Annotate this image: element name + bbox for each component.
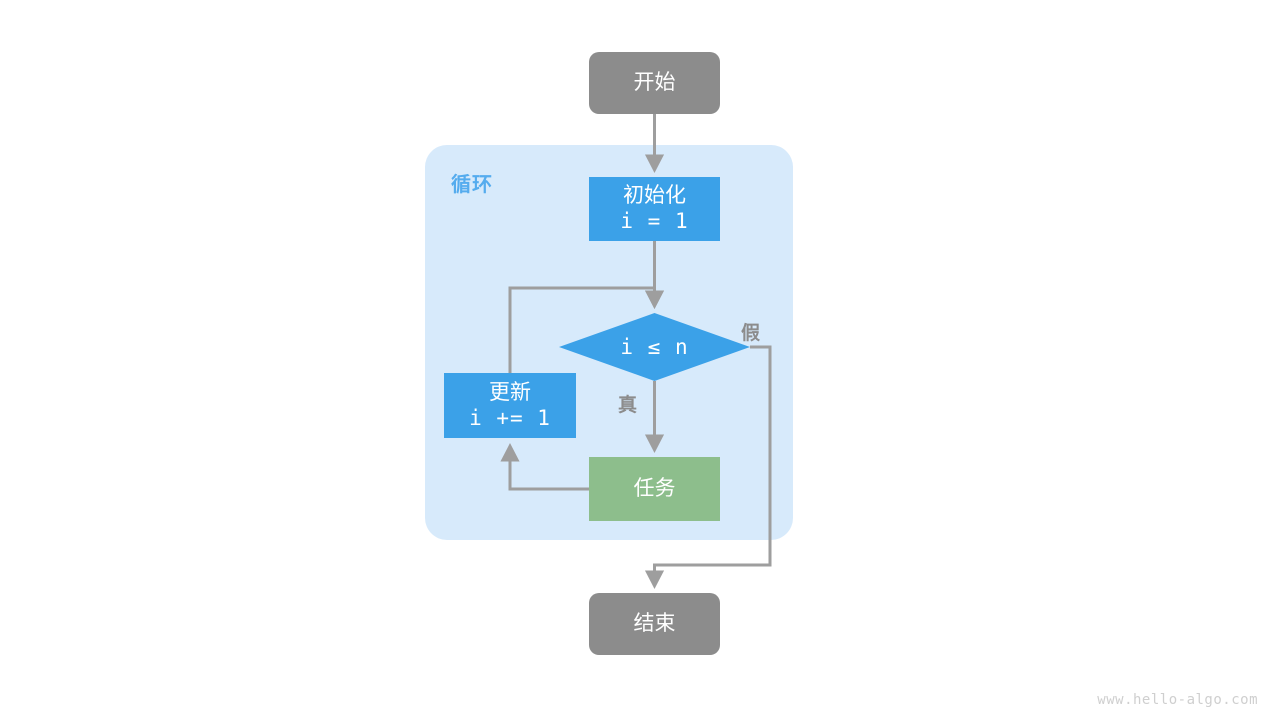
- node-task-label: 任务: [633, 476, 676, 500]
- node-initialize-title: 初始化: [623, 184, 686, 208]
- node-start[interactable]: 开始: [589, 52, 720, 114]
- node-condition-code: i ≤ n: [620, 334, 689, 359]
- node-initialize[interactable]: 初始化 i = 1: [589, 177, 720, 241]
- edge-task-to-update: [500, 442, 589, 491]
- loop-container-label: 循环: [451, 174, 493, 196]
- node-condition[interactable]: i ≤ n: [559, 313, 750, 381]
- node-initialize-code: i = 1: [620, 209, 689, 233]
- node-end-label: 结束: [633, 611, 676, 635]
- edge-label-true: 真: [618, 395, 638, 416]
- node-start-label: 开始: [633, 70, 676, 94]
- node-update-code: i += 1: [469, 405, 551, 430]
- edge-update-to-decision: [508, 286, 665, 373]
- watermark: www.hello-algo.com: [1097, 692, 1258, 708]
- edge-label-false: 假: [741, 323, 761, 344]
- node-update[interactable]: 更新 i += 1: [444, 373, 576, 438]
- edge-decision-false-to-end: [644, 345, 772, 590]
- node-task[interactable]: 任务: [589, 457, 720, 521]
- node-end[interactable]: 结束: [589, 593, 720, 655]
- node-update-title: 更新: [489, 380, 531, 404]
